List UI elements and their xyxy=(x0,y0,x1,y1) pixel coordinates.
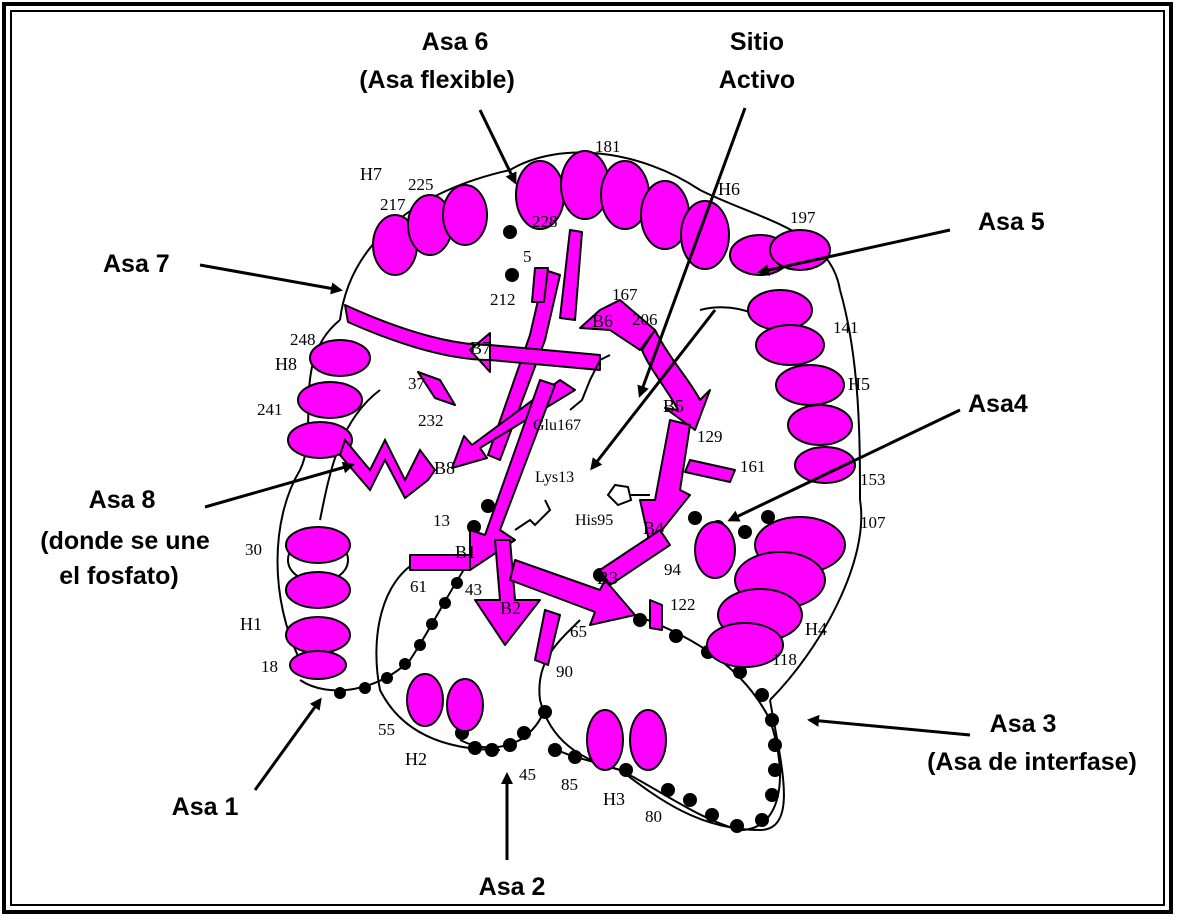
residue-number: 122 xyxy=(670,595,696,614)
residue-number: 167 xyxy=(612,285,638,304)
helix-h5-asa5 xyxy=(730,230,855,483)
residue-number: 80 xyxy=(645,807,662,826)
residue-number: 197 xyxy=(790,208,816,227)
residue-label-glu167: Glu167 xyxy=(533,417,581,434)
helix-h2 xyxy=(407,674,483,731)
residue-number: 30 xyxy=(245,540,262,559)
helix-label-h1: H1 xyxy=(240,614,262,634)
residue-number: 206 xyxy=(632,310,658,329)
asa6-label-line1: Asa 6 xyxy=(422,28,489,56)
strand-label-b4: B4 xyxy=(643,518,664,538)
residue-number: 55 xyxy=(378,720,395,739)
asa8-label-line3: el fosfato) xyxy=(59,562,178,590)
residue-number: 65 xyxy=(570,622,587,641)
active-site-sidechains xyxy=(515,355,650,530)
residue-number: 90 xyxy=(556,662,573,681)
helix-label-h3: H3 xyxy=(603,789,625,809)
residue-number: 228 xyxy=(532,212,558,231)
strand-label-b2: B2 xyxy=(500,598,521,618)
pointer-arrows xyxy=(200,108,970,860)
active-site-label-line1: Sitio xyxy=(730,28,784,56)
residue-number: 43 xyxy=(465,580,482,599)
helix-h3 xyxy=(587,710,666,770)
residue-number: 153 xyxy=(860,470,886,489)
residue-number: 248 xyxy=(290,330,316,349)
helix-label-h4: H4 xyxy=(805,619,827,639)
strand-label-b5: B5 xyxy=(663,396,684,416)
residue-number: 45 xyxy=(519,765,536,784)
residue-number: 217 xyxy=(380,195,406,214)
residue-number: 161 xyxy=(740,457,766,476)
strand-label-b3: B3 xyxy=(597,568,618,588)
helix-h1 xyxy=(286,527,350,679)
asa1-label: Asa 1 xyxy=(172,793,239,821)
asa8-label-line1: Asa 8 xyxy=(89,486,156,514)
residue-number: 37 xyxy=(408,374,426,393)
helix-label-h7: H7 xyxy=(360,164,382,184)
active-site-label-line2: Activo xyxy=(719,66,795,94)
residue-number: 118 xyxy=(772,650,797,669)
residue-number: 18 xyxy=(261,657,278,676)
residue-number: 212 xyxy=(490,290,516,309)
helix-h4 xyxy=(695,517,845,667)
residue-label-lys13: Lys13 xyxy=(535,469,574,486)
helix-label-h6: H6 xyxy=(718,179,740,199)
strand-label-b7: B7 xyxy=(470,338,491,358)
helix-label-h2: H2 xyxy=(405,749,427,769)
residue-number: 129 xyxy=(697,427,723,446)
asa2-label: Asa 2 xyxy=(479,873,546,901)
residue-number: 232 xyxy=(418,411,444,430)
residue-number: 141 xyxy=(833,318,859,337)
asa3-label-line1: Asa 3 xyxy=(990,710,1057,738)
asa5-label: Asa 5 xyxy=(978,208,1045,236)
strand-label-b1: B1 xyxy=(455,542,476,562)
residue-number: 13 xyxy=(433,511,450,530)
asa4-label: Asa4 xyxy=(968,390,1028,418)
helix-label-h8: H8 xyxy=(275,354,297,374)
residue-number: 85 xyxy=(561,775,578,794)
residue-number: 61 xyxy=(410,577,427,596)
asa7-label: Asa 7 xyxy=(103,250,170,278)
strand-label-b8: B8 xyxy=(434,458,455,478)
residue-number: 181 xyxy=(595,137,621,156)
residue-label-his95: His95 xyxy=(575,512,613,529)
asa8-label-line2: (donde se une xyxy=(40,527,210,555)
residue-number: 5 xyxy=(523,247,532,266)
residue-number: 107 xyxy=(860,513,886,532)
strand-label-b6: B6 xyxy=(592,311,613,331)
asa6-label-line2: (Asa flexible) xyxy=(359,66,515,94)
asa3-label-line2: (Asa de interfase) xyxy=(927,748,1137,776)
residue-number: 241 xyxy=(257,400,283,419)
helix-h8 xyxy=(288,340,435,498)
helix-label-h5: H5 xyxy=(848,374,870,394)
helix-h6 xyxy=(516,151,729,269)
residue-number: 225 xyxy=(408,175,434,194)
residue-number: 94 xyxy=(664,560,682,579)
